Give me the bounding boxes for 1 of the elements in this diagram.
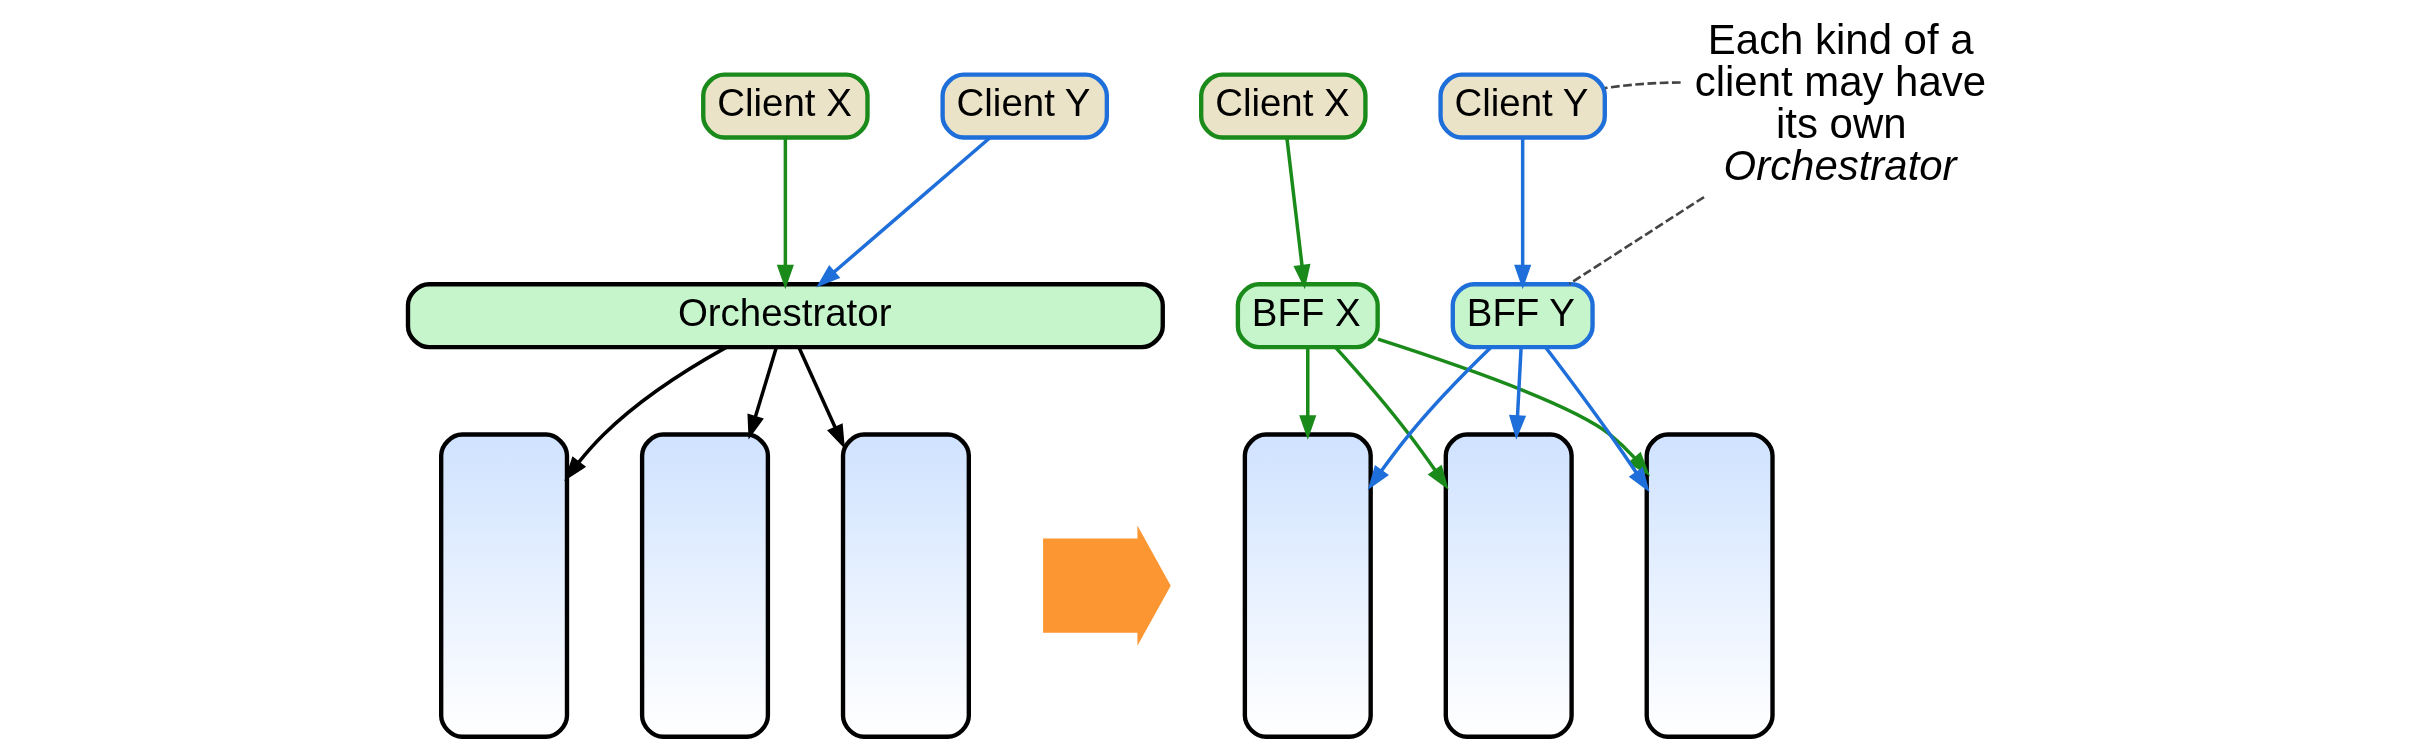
node-text: Each kind of a client may have its own Orchestrator: [1694, 16, 1986, 189]
